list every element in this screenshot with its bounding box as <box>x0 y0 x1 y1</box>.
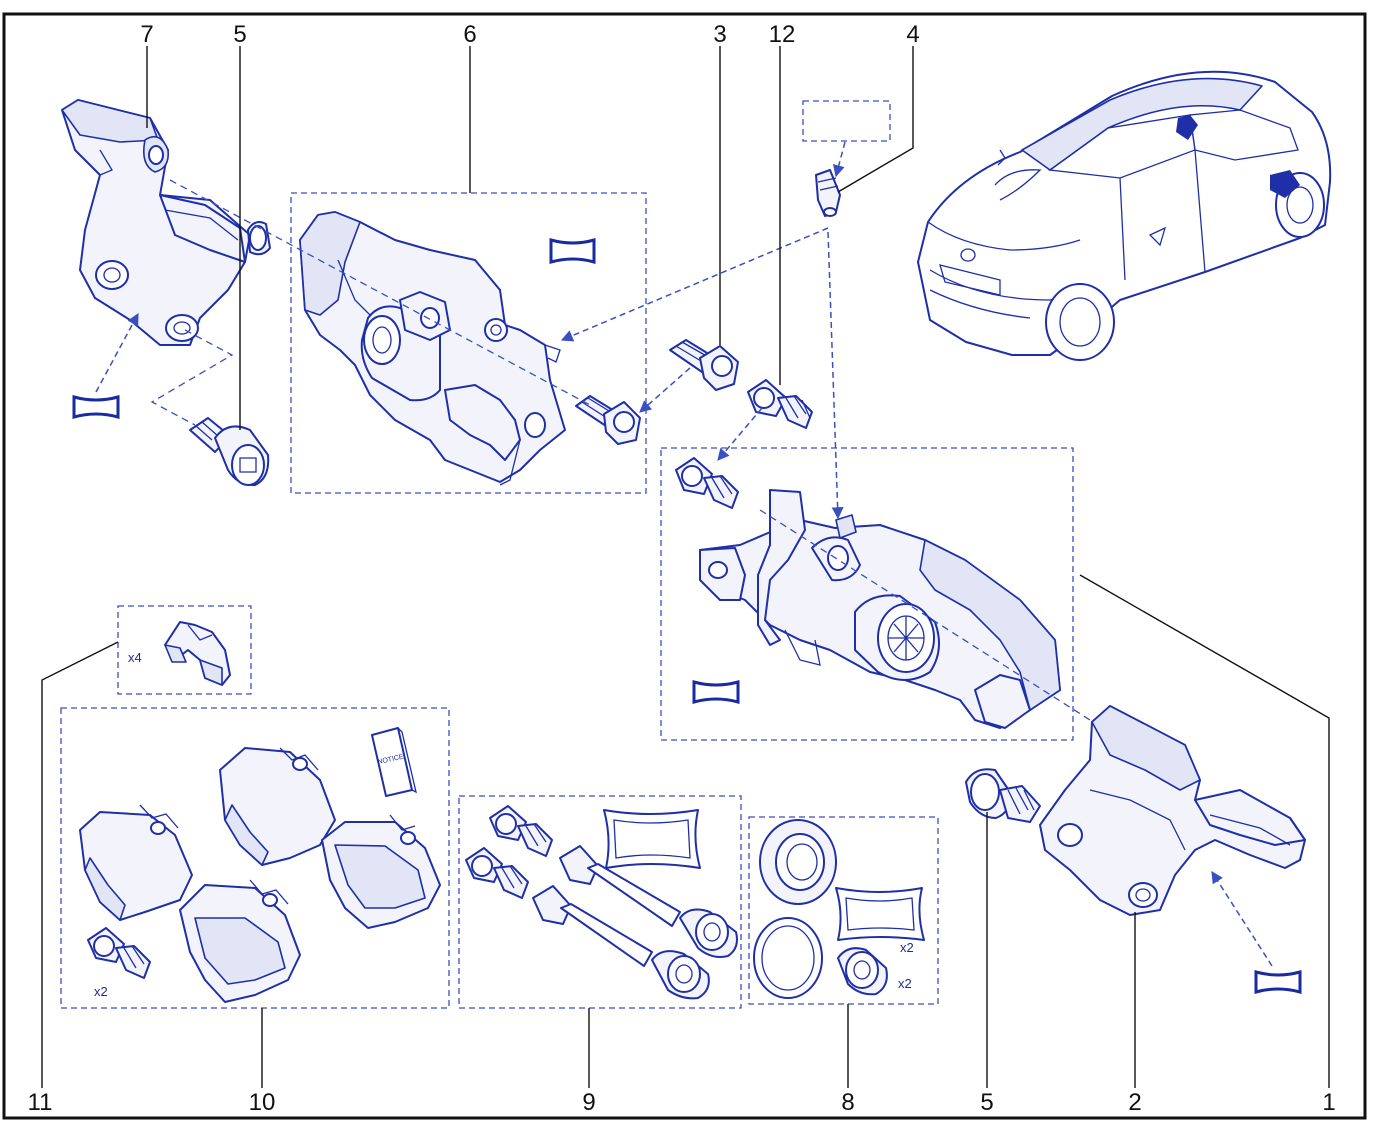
notice-booklet-icon: NOTICE <box>371 727 417 797</box>
brake-pads <box>79 747 441 1003</box>
group-box-bleed-cap <box>802 100 891 142</box>
guide-pin-bolt-top <box>189 417 270 487</box>
callout-8: 8 <box>841 1089 854 1116</box>
callout-6: 6 <box>463 21 476 48</box>
callout-9: 9 <box>582 1089 595 1116</box>
group-box-caliper-right <box>660 447 1074 741</box>
callout-10: 10 <box>249 1089 276 1116</box>
caliper-right <box>699 489 1061 729</box>
car-icon <box>917 70 1332 361</box>
group-box-seals <box>748 816 939 1005</box>
group-box-caliper-left <box>290 192 647 494</box>
seal-kit <box>753 819 925 999</box>
callout-5-bottom: 5 <box>980 1089 993 1116</box>
leader-lines <box>41 46 1330 1088</box>
guide-bushing-top <box>247 221 271 256</box>
guide-pin-bolt-bottom <box>965 768 1041 823</box>
clips-qty-label: x4 <box>128 650 142 665</box>
pad-bolts-qty-label: x2 <box>94 984 108 999</box>
callout-2: 2 <box>1128 1089 1141 1116</box>
guide-pin-kit <box>465 805 738 1000</box>
caliper-bolt-12 <box>747 379 813 429</box>
caliper-bolt-lower <box>575 395 641 445</box>
caliper-left <box>299 211 566 486</box>
caliper-bracket-top <box>61 99 251 346</box>
pad-bolt <box>87 927 151 979</box>
grease-qty-label: x2 <box>900 940 914 955</box>
callout-3: 3 <box>713 21 726 48</box>
callout-12: 12 <box>769 21 796 48</box>
group-box-pads <box>60 707 450 1009</box>
callout-7: 7 <box>140 21 153 48</box>
callout-5-top: 5 <box>233 21 246 48</box>
callout-11: 11 <box>28 1089 53 1116</box>
callout-1: 1 <box>1322 1089 1335 1116</box>
caliper-bolt-group-right <box>675 457 739 509</box>
assembly-lines <box>95 141 1273 967</box>
caliper-bolt-3 <box>669 339 739 391</box>
callout-numbers: 7 5 6 3 12 4 11 10 9 8 5 2 1 <box>28 21 1336 1116</box>
caliper-bracket-bottom <box>1039 705 1306 916</box>
anti-rattle-clips <box>164 621 231 686</box>
bleed-screw <box>815 169 841 217</box>
callout-4: 4 <box>906 21 919 48</box>
torque-tool-icon <box>72 238 1302 994</box>
diagram-frame <box>2 12 1367 1120</box>
group-box-guide-pins <box>458 795 742 1009</box>
boots-qty-label: x2 <box>898 976 912 991</box>
